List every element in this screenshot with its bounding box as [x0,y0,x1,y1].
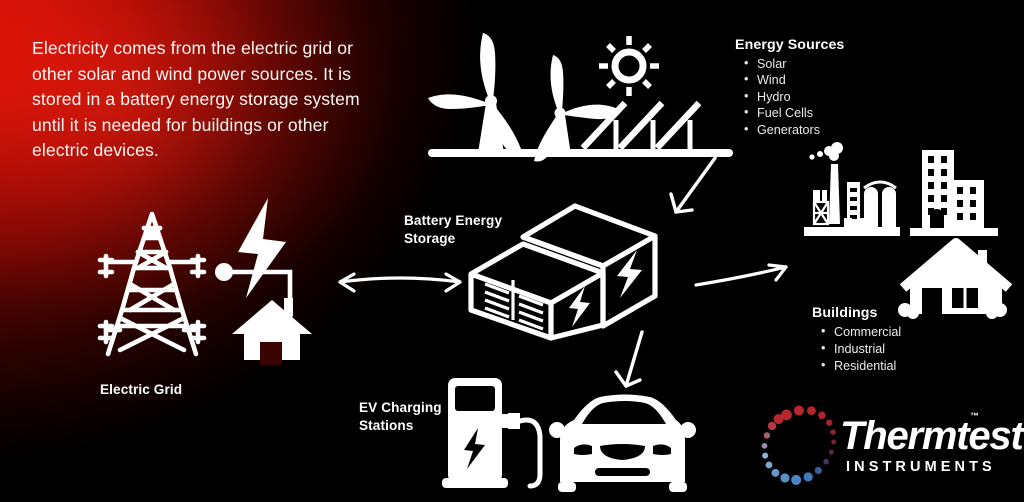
list-item: Fuel Cells [744,104,844,121]
energy-sources-illustration [420,25,760,170]
battery-storage-icon [465,198,675,341]
buildings-items: Commercial Industrial Residential [812,323,901,375]
energy-sources-list: Energy Sources Solar Wind Hydro Fuel Cel… [735,37,844,138]
list-item: Generators [744,121,844,138]
car-icon [549,394,696,492]
house-icon [898,238,1013,319]
logo-trademark: ™ [970,411,979,421]
list-item: Hydro [744,88,844,105]
battery-storage-label: Battery Energy Storage [404,213,503,246]
logo-wordmark: Thermtest [840,414,1024,458]
buildings-illustration [800,142,1015,322]
lightning-bolt-icon [617,250,642,298]
thermtest-logo: Thermtest ™ INSTRUMENTS [761,405,1024,485]
ground-line [428,149,733,157]
lightning-bolt-icon [569,286,590,327]
ev-charger-icon [442,378,508,488]
lightning-bolt-icon [238,198,286,298]
list-item: Wind [744,71,844,88]
headlight-right [653,444,671,455]
buildings-title: Buildings [812,305,878,321]
grille [600,444,645,460]
office-towers-icon [910,150,998,236]
arrow-sources-to-battery [640,150,740,235]
lightning-bolt-icon [464,428,485,469]
arrow-battery-to-ev [600,328,680,408]
transmission-tower-icon [97,190,320,365]
house-icon [232,298,312,365]
ev-charging-illustration [440,370,696,500]
bumper [595,468,650,476]
factory-icon [804,142,900,236]
charger-screen [455,386,495,411]
logo-dot-ring [761,405,837,485]
list-item: Solar [744,55,844,72]
sun-icon [599,36,659,96]
list-item: Commercial [821,323,901,341]
ev-charging-label: EV Charging Stations [359,400,442,433]
headlight-left [574,444,592,455]
buildings-list: Buildings Commercial Industrial Resident… [812,305,901,374]
list-item: Residential [821,357,901,375]
energy-sources-title: Energy Sources [735,37,845,53]
logo-subtitle: INSTRUMENTS [846,459,996,475]
arrow-battery-to-buildings [690,255,800,295]
energy-sources-items: Solar Wind Hydro Fuel Cells Generators [735,55,844,138]
windshield [582,401,666,424]
solar-panel-icon [580,100,702,151]
vent-louvers [484,280,544,331]
wind-turbine-icon [428,33,618,162]
arrow-battery-grid-bidirectional [332,268,468,298]
list-item: Industrial [821,340,901,358]
intro-paragraph: Electricity comes from the electric grid… [32,38,360,161]
electric-grid-label: Electric Grid [100,382,183,397]
charging-cable [502,413,543,489]
